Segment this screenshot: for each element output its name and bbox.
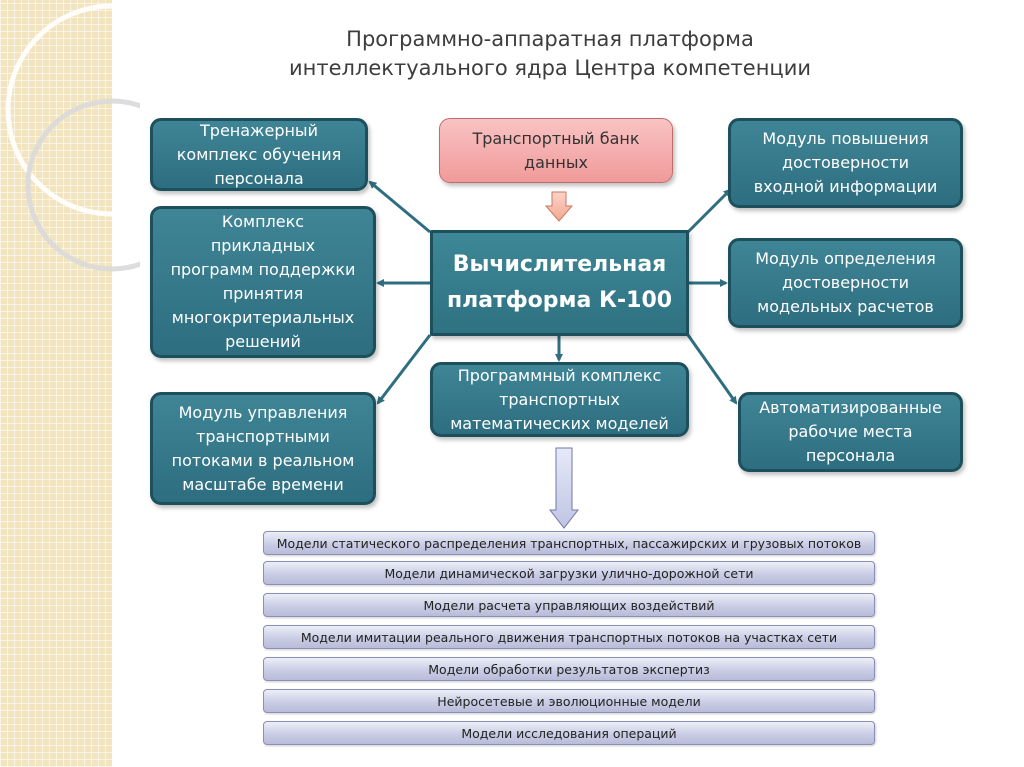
box-line: Комплекс (221, 212, 305, 231)
box-line: персонала (214, 168, 304, 188)
box-line: Вычислительная (452, 252, 667, 277)
decorative-circles (5, 3, 140, 272)
box-line: данных (524, 152, 588, 172)
box-model-reliability-module: Модуль определения достоверности модельн… (728, 238, 963, 328)
box-workstations: Автоматизированные рабочие места персона… (738, 392, 963, 472)
box-trainer-complex: Тренажерный комплекс обучения персонала (150, 118, 368, 191)
arrow-from-databank (544, 191, 574, 222)
box-decision-support: Комплекс прикладных программ поддержки п… (150, 206, 376, 358)
decorative-strip (0, 0, 112, 767)
box-line: программ поддержки (170, 260, 356, 279)
box-line: Модуль повышения (762, 129, 929, 148)
box-transport-databank: Транспортный банк данных (439, 118, 673, 183)
model-row-expert-results: Модели обработки результатов экспертиз (263, 657, 875, 681)
arrow-to-workstations (686, 334, 738, 405)
model-row-static-distribution: Модели статического распределения трансп… (263, 531, 875, 555)
box-line: Модуль управления (178, 402, 348, 422)
model-row-neural-evolutionary: Нейросетевые и эволюционные модели (263, 689, 875, 713)
box-line: рабочие места (788, 422, 913, 441)
box-line: масштабе времени (182, 474, 344, 494)
box-line: принятия (222, 284, 304, 303)
box-line: математических моделей (450, 413, 669, 433)
arrow-to-model-list (548, 447, 580, 529)
box-line: Автоматизированные (759, 398, 942, 417)
box-line: модельных расчетов (757, 297, 934, 316)
box-line: прикладных (210, 236, 316, 255)
arrow-to-trainer (368, 180, 431, 234)
box-line: Модуль определения (755, 249, 936, 268)
model-row-traffic-simulation: Модели имитации реального движения транс… (263, 625, 875, 649)
model-row-dynamic-load: Модели динамической загрузки улично-доро… (263, 561, 875, 585)
arrow-to-input-reliability (686, 188, 732, 234)
title-line-2: интеллектуального ядра Центра компетенци… (288, 56, 812, 80)
box-line: Тренажерный (200, 120, 318, 140)
box-traffic-control-module: Модуль управления транспортными потоками… (150, 392, 376, 505)
box-line: Транспортный банк (472, 128, 640, 148)
box-line: достоверности (782, 153, 909, 172)
box-input-reliability-module: Модуль повышения достоверности входной и… (728, 118, 963, 208)
box-line: многокритериальных (171, 308, 355, 327)
box-math-models-complex: Программный комплекс транспортных матема… (430, 362, 689, 437)
box-computing-platform: Вычислительная платформа К-100 (430, 230, 689, 336)
box-line: Программный комплекс (457, 365, 662, 385)
box-line: входной информации (753, 177, 938, 196)
model-row-operations-research: Модели исследования операций (263, 721, 875, 745)
box-line: транспортными (196, 426, 330, 446)
title-line-1: Программно-аппаратная платформа (346, 27, 754, 51)
model-row-control-actions: Модели расчета управляющих воздействий (263, 593, 875, 617)
box-line: платформа К-100 (446, 288, 673, 313)
box-line: персонала (805, 446, 896, 465)
box-line: комплекс обучения (176, 144, 342, 164)
box-line: достоверности (782, 273, 909, 292)
arrow-to-traffic-control (376, 334, 432, 405)
box-line: потоками в реальном (171, 450, 355, 470)
box-line: транспортных (499, 389, 620, 409)
box-line: решений (225, 332, 301, 351)
